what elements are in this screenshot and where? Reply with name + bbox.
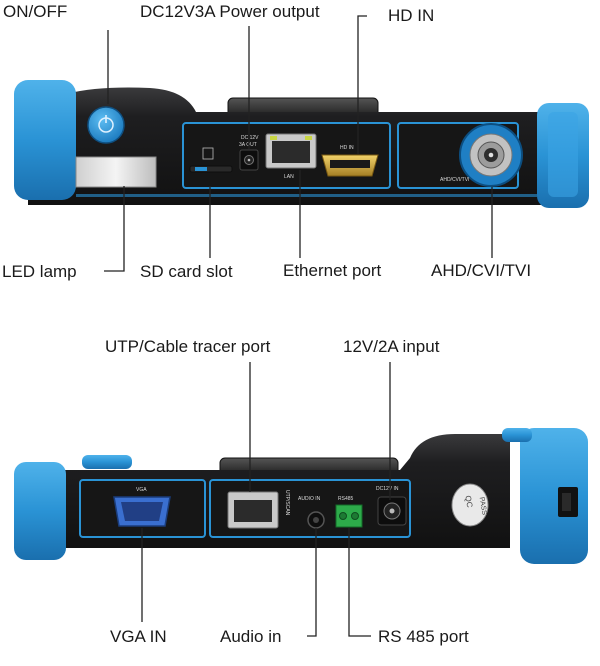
label-vga-in: VGA IN xyxy=(110,627,167,646)
svg-text:VGA: VGA xyxy=(136,487,147,493)
power-button[interactable] xyxy=(87,106,125,144)
ethernet-port: LAN xyxy=(265,133,317,180)
qc-pass-sticker: QC PASS xyxy=(451,483,489,527)
top-leader-lines xyxy=(104,15,493,272)
label-utp-cable-tracer-port: UTP/Cable tracer port xyxy=(105,337,271,356)
svg-text:DC 12V: DC 12V xyxy=(241,135,259,141)
label-led-lamp: LED lamp xyxy=(2,262,77,281)
audio-in-jack: AUDIO IN xyxy=(298,496,325,529)
dc-power-output-jack: DC 12V 3A OUT xyxy=(239,135,259,171)
bottom-device: VGA UTP/SCAN AUDIO IN RS485 DC12V IN xyxy=(14,428,588,564)
label-ahd-cvi-tvi: AHD/CVI/TVI xyxy=(431,261,532,280)
hd-in-port: HD IN xyxy=(321,145,379,177)
top-device: DC 12V 3A OUT LAN HD IN A xyxy=(14,80,589,208)
label-ethernet-port: Ethernet port xyxy=(283,261,382,280)
svg-text:PASS: PASS xyxy=(478,496,488,515)
dc-12v-input-jack: DC12V IN xyxy=(376,486,407,526)
svg-text:HD IN: HD IN xyxy=(340,145,354,151)
led-lamp xyxy=(75,156,157,188)
label-audio-in: Audio in xyxy=(220,627,282,646)
label-dc-power-output: DC12V3A Power output xyxy=(140,2,320,21)
sd-card-slot xyxy=(189,147,233,173)
label-on-off: ON/OFF xyxy=(3,2,68,21)
bottom-left-bumper xyxy=(14,462,66,560)
svg-text:UTP/SCAN: UTP/SCAN xyxy=(284,490,290,516)
svg-text:RS485: RS485 xyxy=(338,496,354,502)
svg-text:AUDIO IN: AUDIO IN xyxy=(298,496,321,502)
utp-port xyxy=(227,491,279,529)
bnc-connector xyxy=(459,123,523,187)
bottom-right-bumper xyxy=(520,428,588,564)
label-rs485-port: RS 485 port xyxy=(378,627,469,646)
svg-text:DC12V IN: DC12V IN xyxy=(376,486,399,492)
label-12v-2a-input: 12V/2A input xyxy=(343,337,440,356)
svg-text:LAN: LAN xyxy=(284,174,294,180)
label-sd-card-slot: SD card slot xyxy=(140,262,233,281)
top-left-bumper xyxy=(14,80,76,200)
svg-text:3A OUT: 3A OUT xyxy=(239,142,257,148)
svg-text:QC: QC xyxy=(463,495,474,509)
side-strap-slot xyxy=(558,487,578,517)
bottom-leader-lines xyxy=(141,362,391,637)
vga-port xyxy=(113,496,171,527)
label-hd-in: HD IN xyxy=(388,6,435,25)
svg-text:AHD/CVI/TVI: AHD/CVI/TVI xyxy=(440,177,469,183)
rs485-terminal: RS485 xyxy=(335,496,363,528)
